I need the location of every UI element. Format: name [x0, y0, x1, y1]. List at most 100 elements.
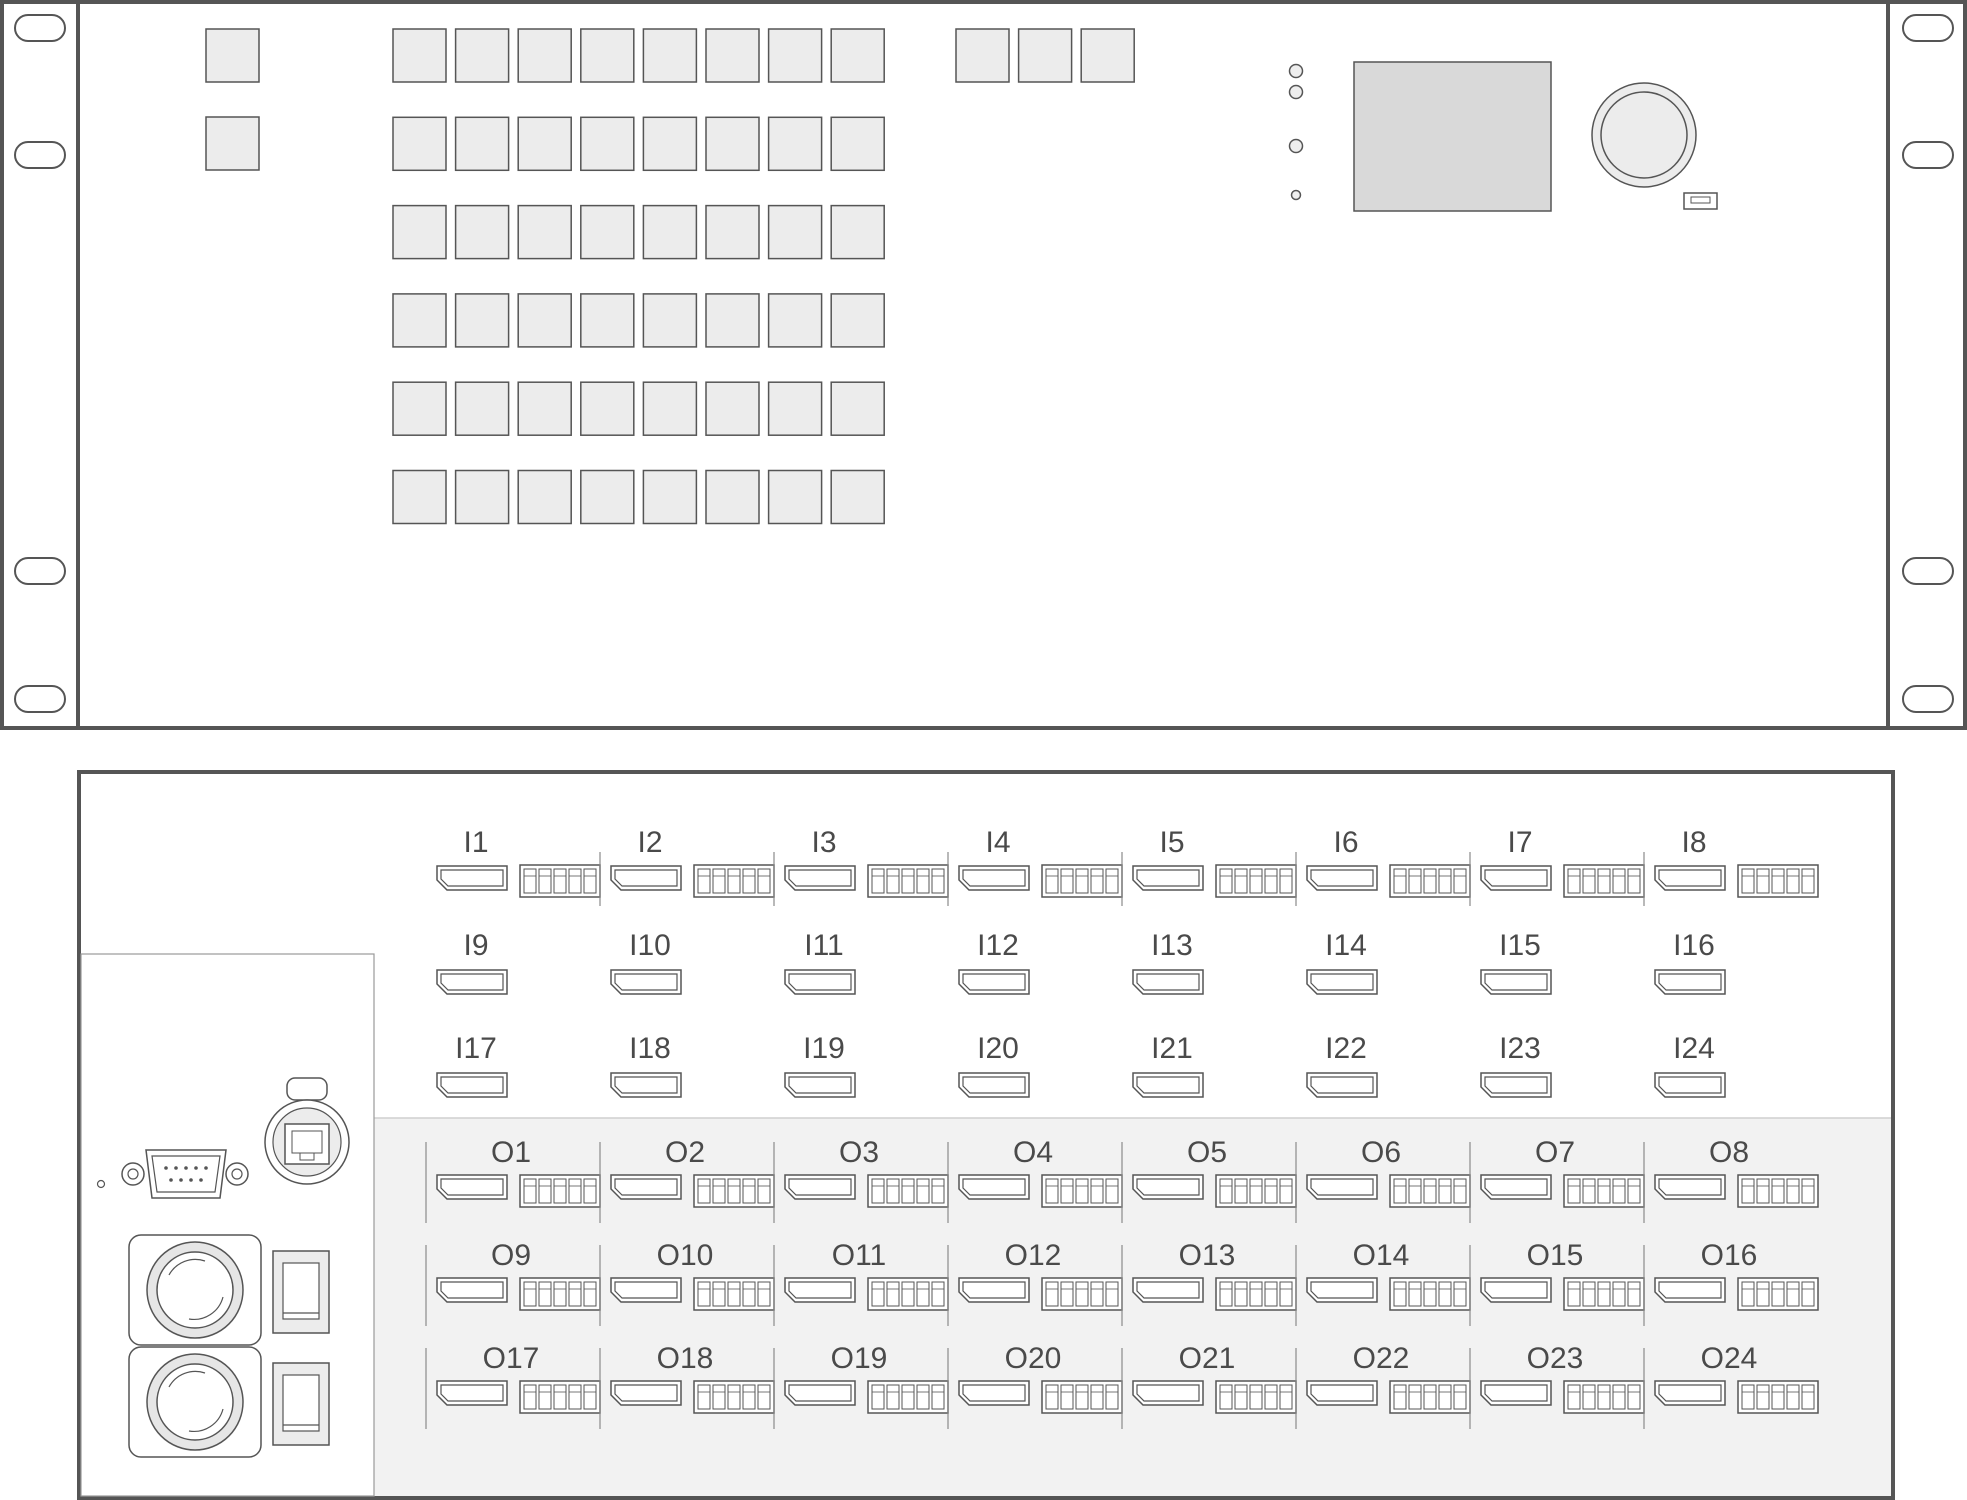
terminal-block-icon[interactable]: [1389, 1277, 1471, 1311]
displayport-icon[interactable]: [1306, 1380, 1378, 1406]
terminal-block-icon[interactable]: [1389, 864, 1471, 898]
matrix-button[interactable]: [705, 469, 760, 525]
matrix-button[interactable]: [767, 293, 823, 348]
matrix-button[interactable]: [580, 469, 635, 525]
terminal-block-icon[interactable]: [867, 1380, 949, 1414]
function-button[interactable]: [955, 28, 1010, 83]
matrix-button[interactable]: [705, 204, 760, 260]
terminal-block-icon[interactable]: [1215, 864, 1297, 898]
displayport-icon[interactable]: [1132, 1174, 1204, 1200]
displayport-icon[interactable]: [610, 1072, 682, 1098]
terminal-block-icon[interactable]: [1215, 1174, 1297, 1208]
terminal-block-icon[interactable]: [1215, 1380, 1297, 1414]
matrix-button[interactable]: [454, 28, 510, 83]
terminal-block-icon[interactable]: [519, 1277, 601, 1311]
terminal-block-icon[interactable]: [693, 864, 775, 898]
matrix-button[interactable]: [517, 204, 572, 260]
function-button[interactable]: [1017, 28, 1073, 83]
matrix-button[interactable]: [642, 28, 698, 83]
displayport-icon[interactable]: [1480, 1277, 1552, 1303]
displayport-icon[interactable]: [610, 1277, 682, 1303]
function-button[interactable]: [1080, 28, 1135, 83]
terminal-block-icon[interactable]: [1563, 864, 1645, 898]
matrix-button[interactable]: [580, 381, 635, 436]
matrix-button[interactable]: [580, 293, 635, 348]
matrix-button[interactable]: [454, 116, 510, 172]
matrix-button[interactable]: [830, 28, 885, 83]
matrix-button[interactable]: [705, 116, 760, 172]
matrix-button[interactable]: [767, 116, 823, 172]
displayport-icon[interactable]: [784, 865, 856, 891]
matrix-button[interactable]: [454, 381, 510, 436]
matrix-button[interactable]: [642, 204, 698, 260]
matrix-button[interactable]: [392, 293, 447, 348]
displayport-icon[interactable]: [958, 1072, 1030, 1098]
terminal-block-icon[interactable]: [867, 1174, 949, 1208]
terminal-block-icon[interactable]: [1737, 1277, 1819, 1311]
displayport-icon[interactable]: [784, 1174, 856, 1200]
terminal-block-icon[interactable]: [1215, 1277, 1297, 1311]
displayport-icon[interactable]: [610, 1380, 682, 1406]
matrix-button[interactable]: [767, 381, 823, 436]
displayport-icon[interactable]: [1306, 1072, 1378, 1098]
terminal-block-icon[interactable]: [519, 864, 601, 898]
terminal-block-icon[interactable]: [693, 1174, 775, 1208]
displayport-icon[interactable]: [436, 969, 508, 995]
terminal-block-icon[interactable]: [693, 1277, 775, 1311]
matrix-button[interactable]: [392, 204, 447, 260]
side-button[interactable]: [205, 116, 260, 171]
matrix-button[interactable]: [767, 204, 823, 260]
side-button[interactable]: [205, 28, 260, 83]
matrix-button[interactable]: [642, 381, 698, 436]
terminal-block-icon[interactable]: [519, 1380, 601, 1414]
terminal-block-icon[interactable]: [1563, 1277, 1645, 1311]
displayport-icon[interactable]: [1480, 1380, 1552, 1406]
displayport-icon[interactable]: [1480, 865, 1552, 891]
matrix-button[interactable]: [705, 28, 760, 83]
matrix-button[interactable]: [642, 116, 698, 172]
matrix-button[interactable]: [392, 469, 447, 525]
ethercon-rj45-icon[interactable]: [264, 1077, 350, 1185]
matrix-button[interactable]: [392, 28, 447, 83]
displayport-icon[interactable]: [610, 1174, 682, 1200]
displayport-icon[interactable]: [784, 1380, 856, 1406]
matrix-button[interactable]: [580, 116, 635, 172]
terminal-block-icon[interactable]: [1737, 864, 1819, 898]
displayport-icon[interactable]: [784, 969, 856, 995]
matrix-button[interactable]: [392, 116, 447, 172]
displayport-icon[interactable]: [958, 1174, 1030, 1200]
matrix-button[interactable]: [642, 469, 698, 525]
displayport-icon[interactable]: [1132, 1072, 1204, 1098]
matrix-button[interactable]: [580, 204, 635, 260]
power-switch-icon[interactable]: [272, 1250, 330, 1334]
terminal-block-icon[interactable]: [1563, 1174, 1645, 1208]
displayport-icon[interactable]: [1132, 1277, 1204, 1303]
terminal-block-icon[interactable]: [1389, 1380, 1471, 1414]
displayport-icon[interactable]: [1654, 865, 1726, 891]
terminal-block-icon[interactable]: [1041, 1174, 1123, 1208]
matrix-button[interactable]: [454, 293, 510, 348]
matrix-button[interactable]: [830, 116, 885, 172]
displayport-icon[interactable]: [1306, 1174, 1378, 1200]
matrix-button[interactable]: [830, 293, 885, 348]
displayport-icon[interactable]: [1306, 865, 1378, 891]
matrix-button[interactable]: [517, 116, 572, 172]
matrix-button[interactable]: [642, 293, 698, 348]
terminal-block-icon[interactable]: [1737, 1174, 1819, 1208]
displayport-icon[interactable]: [1132, 865, 1204, 891]
displayport-icon[interactable]: [958, 969, 1030, 995]
matrix-button[interactable]: [830, 381, 885, 436]
displayport-icon[interactable]: [1654, 1380, 1726, 1406]
terminal-block-icon[interactable]: [1041, 864, 1123, 898]
displayport-icon[interactable]: [1654, 1174, 1726, 1200]
displayport-icon[interactable]: [610, 865, 682, 891]
db9-serial-port-icon[interactable]: [121, 1149, 249, 1199]
displayport-icon[interactable]: [1654, 1277, 1726, 1303]
matrix-button[interactable]: [392, 381, 447, 436]
terminal-block-icon[interactable]: [1737, 1380, 1819, 1414]
displayport-icon[interactable]: [1132, 1380, 1204, 1406]
displayport-icon[interactable]: [436, 1277, 508, 1303]
displayport-icon[interactable]: [1654, 969, 1726, 995]
matrix-button[interactable]: [454, 469, 510, 525]
matrix-button[interactable]: [767, 28, 823, 83]
